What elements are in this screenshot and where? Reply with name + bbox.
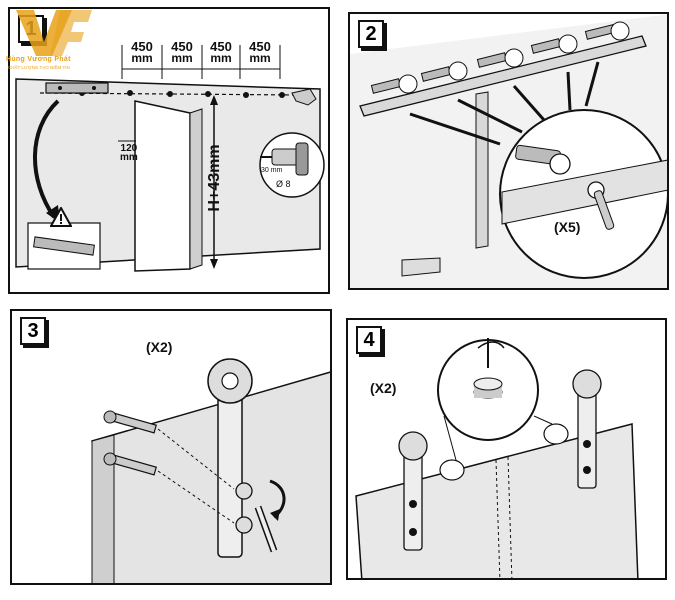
- step-2-quantity: (X5): [554, 219, 581, 235]
- warning-triangle-icon: [50, 207, 72, 227]
- step-2-panel: 2 (X5: [348, 12, 669, 290]
- spacing-unit: mm: [171, 51, 193, 65]
- spacing-value: 450: [131, 39, 153, 54]
- edge-unit: mm: [120, 152, 138, 163]
- brand-name: Hùng Vương Phát: [6, 56, 71, 63]
- brand-tagline: CHẤT LƯỢNG TẠO NIỀM TIN: [8, 65, 70, 70]
- spacing-value: 450: [210, 39, 232, 54]
- step-4-panel: 4 (X2): [346, 318, 667, 580]
- edge-value: 120: [120, 143, 138, 154]
- spacing-unit: mm: [131, 51, 153, 65]
- step-1-illustration: [15, 45, 325, 272]
- step-3-quantity: (X2): [146, 339, 173, 355]
- drill-diameter: Ø 8: [276, 179, 291, 189]
- spacing-unit: mm: [249, 51, 271, 65]
- step-2-illustration: [350, 14, 667, 288]
- step-4-illustration: [355, 338, 639, 578]
- drill-length: 30 mm: [261, 167, 283, 174]
- step-3-number: 3: [20, 317, 46, 345]
- height-dimension: H+43mm: [206, 144, 223, 212]
- step-3-illustration: [91, 358, 330, 583]
- spacing-value: 450: [171, 39, 193, 54]
- step-4-quantity: (X2): [370, 380, 397, 396]
- spacing-value: 450: [249, 39, 271, 54]
- step-4-number: 4: [356, 326, 382, 354]
- step-2-number: 2: [358, 20, 384, 48]
- spacing-unit: mm: [210, 51, 232, 65]
- brand-logo: [16, 10, 92, 56]
- step-3-panel: 3 (X2): [10, 309, 332, 585]
